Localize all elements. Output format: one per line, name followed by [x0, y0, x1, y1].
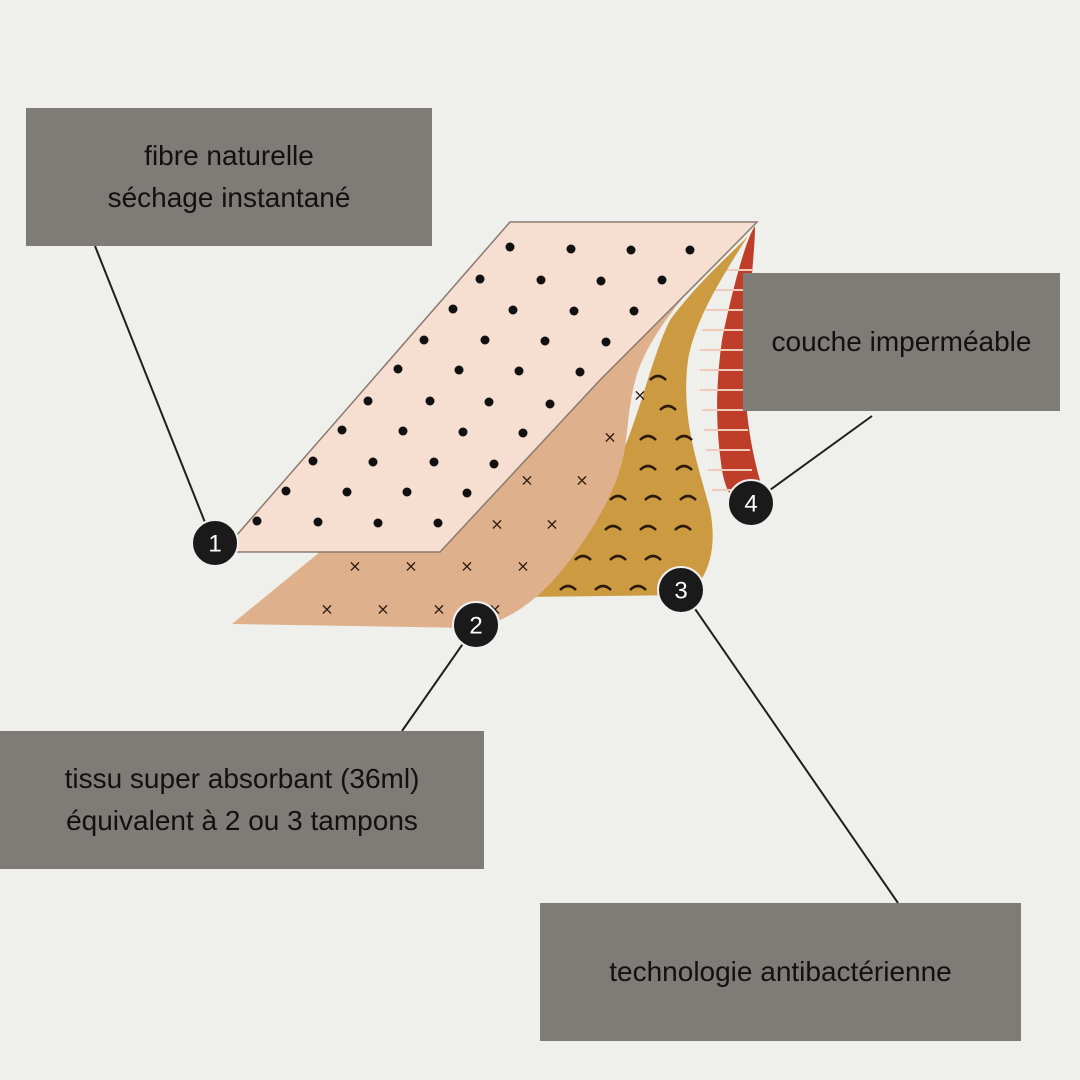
label-line: fibre naturelle [144, 140, 314, 171]
svg-text:×: × [432, 600, 445, 619]
label-line: tissu super absorbant (36ml) [64, 763, 420, 794]
layer-antibacterial [520, 236, 748, 597]
svg-text:×: × [320, 600, 333, 619]
layer-top [220, 221, 759, 553]
marker-2-number: 2 [469, 613, 482, 640]
label-natural-fiber: fibre naturelle séchage instantané [26, 108, 432, 246]
marker-3: 3 [657, 566, 705, 614]
svg-text:×: × [376, 600, 389, 619]
svg-text:×: × [603, 428, 616, 447]
svg-text:×: × [460, 557, 473, 576]
label-antibacterial: technologie antibactérienne [540, 903, 1021, 1041]
top-layer-dots [252, 242, 695, 528]
svg-text:×: × [404, 557, 417, 576]
marker-4: 4 [727, 479, 775, 527]
svg-text:×: × [490, 515, 503, 534]
svg-text:×: × [516, 557, 529, 576]
leader-line-1 [94, 245, 213, 541]
marker-3-number: 3 [674, 578, 687, 605]
marker-2: 2 [452, 601, 500, 649]
label-super-absorbent: tissu super absorbant (36ml) équivalent … [0, 731, 484, 869]
svg-text:×: × [348, 557, 361, 576]
marker-1-number: 1 [208, 531, 221, 558]
label-waterproof-layer: couche imperméable [743, 273, 1060, 411]
label-line: équivalent à 2 ou 3 tampons [66, 805, 418, 836]
svg-text:×: × [545, 515, 558, 534]
svg-text:×: × [633, 386, 646, 405]
label-line: technologie antibactérienne [609, 956, 952, 987]
leader-line-4 [751, 415, 873, 504]
label-line: séchage instantané [107, 182, 351, 213]
label-line: couche imperméable [771, 326, 1032, 357]
antibacterial-arcs [559, 374, 697, 591]
marker-1: 1 [191, 519, 239, 567]
svg-text:×: × [575, 471, 588, 490]
leader-line-3 [681, 589, 899, 904]
marker-4-number: 4 [744, 491, 757, 518]
svg-text:×: × [520, 471, 533, 490]
absorbent-crosses: ×× ×× ×× ×××× ×××× [320, 386, 646, 619]
